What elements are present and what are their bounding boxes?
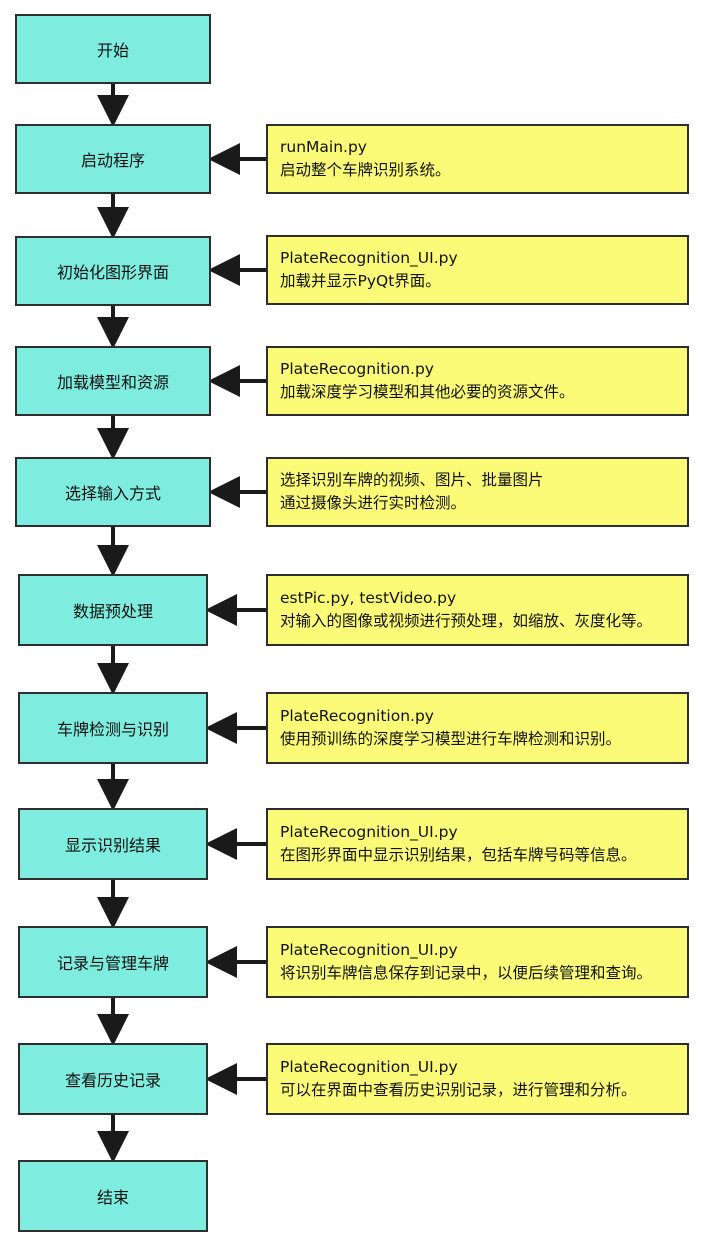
- note-title: PlateRecognition.py: [280, 360, 434, 378]
- note-description: 可以在界面中查看历史识别记录，进行管理和分析。: [280, 1081, 637, 1099]
- note-select-input: 选择识别车牌的视频、图片、批量图片 通过摄像头进行实时检测。: [266, 457, 689, 527]
- step-load-model: 加载模型和资源: [15, 346, 211, 416]
- note-preprocess: estPic.py, testVideo.py 对输入的图像或视频进行预处理，如…: [266, 574, 689, 646]
- note-record-manage: PlateRecognition_UI.py 将识别车牌信息保存到记录中，以便后…: [266, 926, 689, 998]
- step-start: 开始: [15, 14, 211, 84]
- note-detect-recognize: PlateRecognition.py 使用预训练的深度学习模型进行车牌检测和识…: [266, 692, 689, 764]
- note-show-result: PlateRecognition_UI.py 在图形界面中显示识别结果，包括车牌…: [266, 808, 689, 880]
- note-title: PlateRecognition_UI.py: [280, 249, 458, 267]
- note-view-history: PlateRecognition_UI.py 可以在界面中查看历史识别记录，进行…: [266, 1043, 689, 1115]
- note-title: PlateRecognition.py: [280, 707, 434, 725]
- step-detect-recognize: 车牌检测与识别: [18, 692, 208, 764]
- note-title: PlateRecognition_UI.py: [280, 1058, 458, 1076]
- note-title: runMain.py: [280, 138, 367, 156]
- note-title: PlateRecognition_UI.py: [280, 823, 458, 841]
- note-description: 通过摄像头进行实时检测。: [280, 494, 467, 512]
- note-init-gui: PlateRecognition_UI.py 加载并显示PyQt界面。: [266, 235, 689, 305]
- step-record-manage: 记录与管理车牌: [18, 926, 208, 998]
- note-launch-program: runMain.py 启动整个车牌识别系统。: [266, 124, 689, 194]
- note-title: estPic.py, testVideo.py: [280, 589, 457, 607]
- note-description: 在图形界面中显示识别结果，包括车牌号码等信息。: [280, 846, 637, 864]
- step-show-result: 显示识别结果: [18, 808, 208, 880]
- step-select-input: 选择输入方式: [15, 457, 211, 527]
- step-init-gui: 初始化图形界面: [15, 236, 211, 306]
- note-description: 对输入的图像或视频进行预处理，如缩放、灰度化等。: [280, 612, 653, 630]
- step-launch-program: 启动程序: [15, 124, 211, 194]
- note-description: 使用预训练的深度学习模型进行车牌检测和识别。: [280, 730, 622, 748]
- note-description: 将识别车牌信息保存到记录中，以便后续管理和查询。: [280, 964, 653, 982]
- note-title: PlateRecognition_UI.py: [280, 941, 458, 959]
- note-description: 加载并显示PyQt界面。: [280, 272, 441, 290]
- note-load-model: PlateRecognition.py 加载深度学习模型和其他必要的资源文件。: [266, 346, 689, 416]
- note-description: 启动整个车牌识别系统。: [280, 161, 451, 179]
- step-end: 结束: [18, 1160, 208, 1232]
- note-description: 加载深度学习模型和其他必要的资源文件。: [280, 383, 575, 401]
- step-preprocess: 数据预处理: [18, 574, 208, 646]
- note-title: 选择识别车牌的视频、图片、批量图片: [280, 471, 544, 489]
- step-view-history: 查看历史记录: [18, 1043, 208, 1115]
